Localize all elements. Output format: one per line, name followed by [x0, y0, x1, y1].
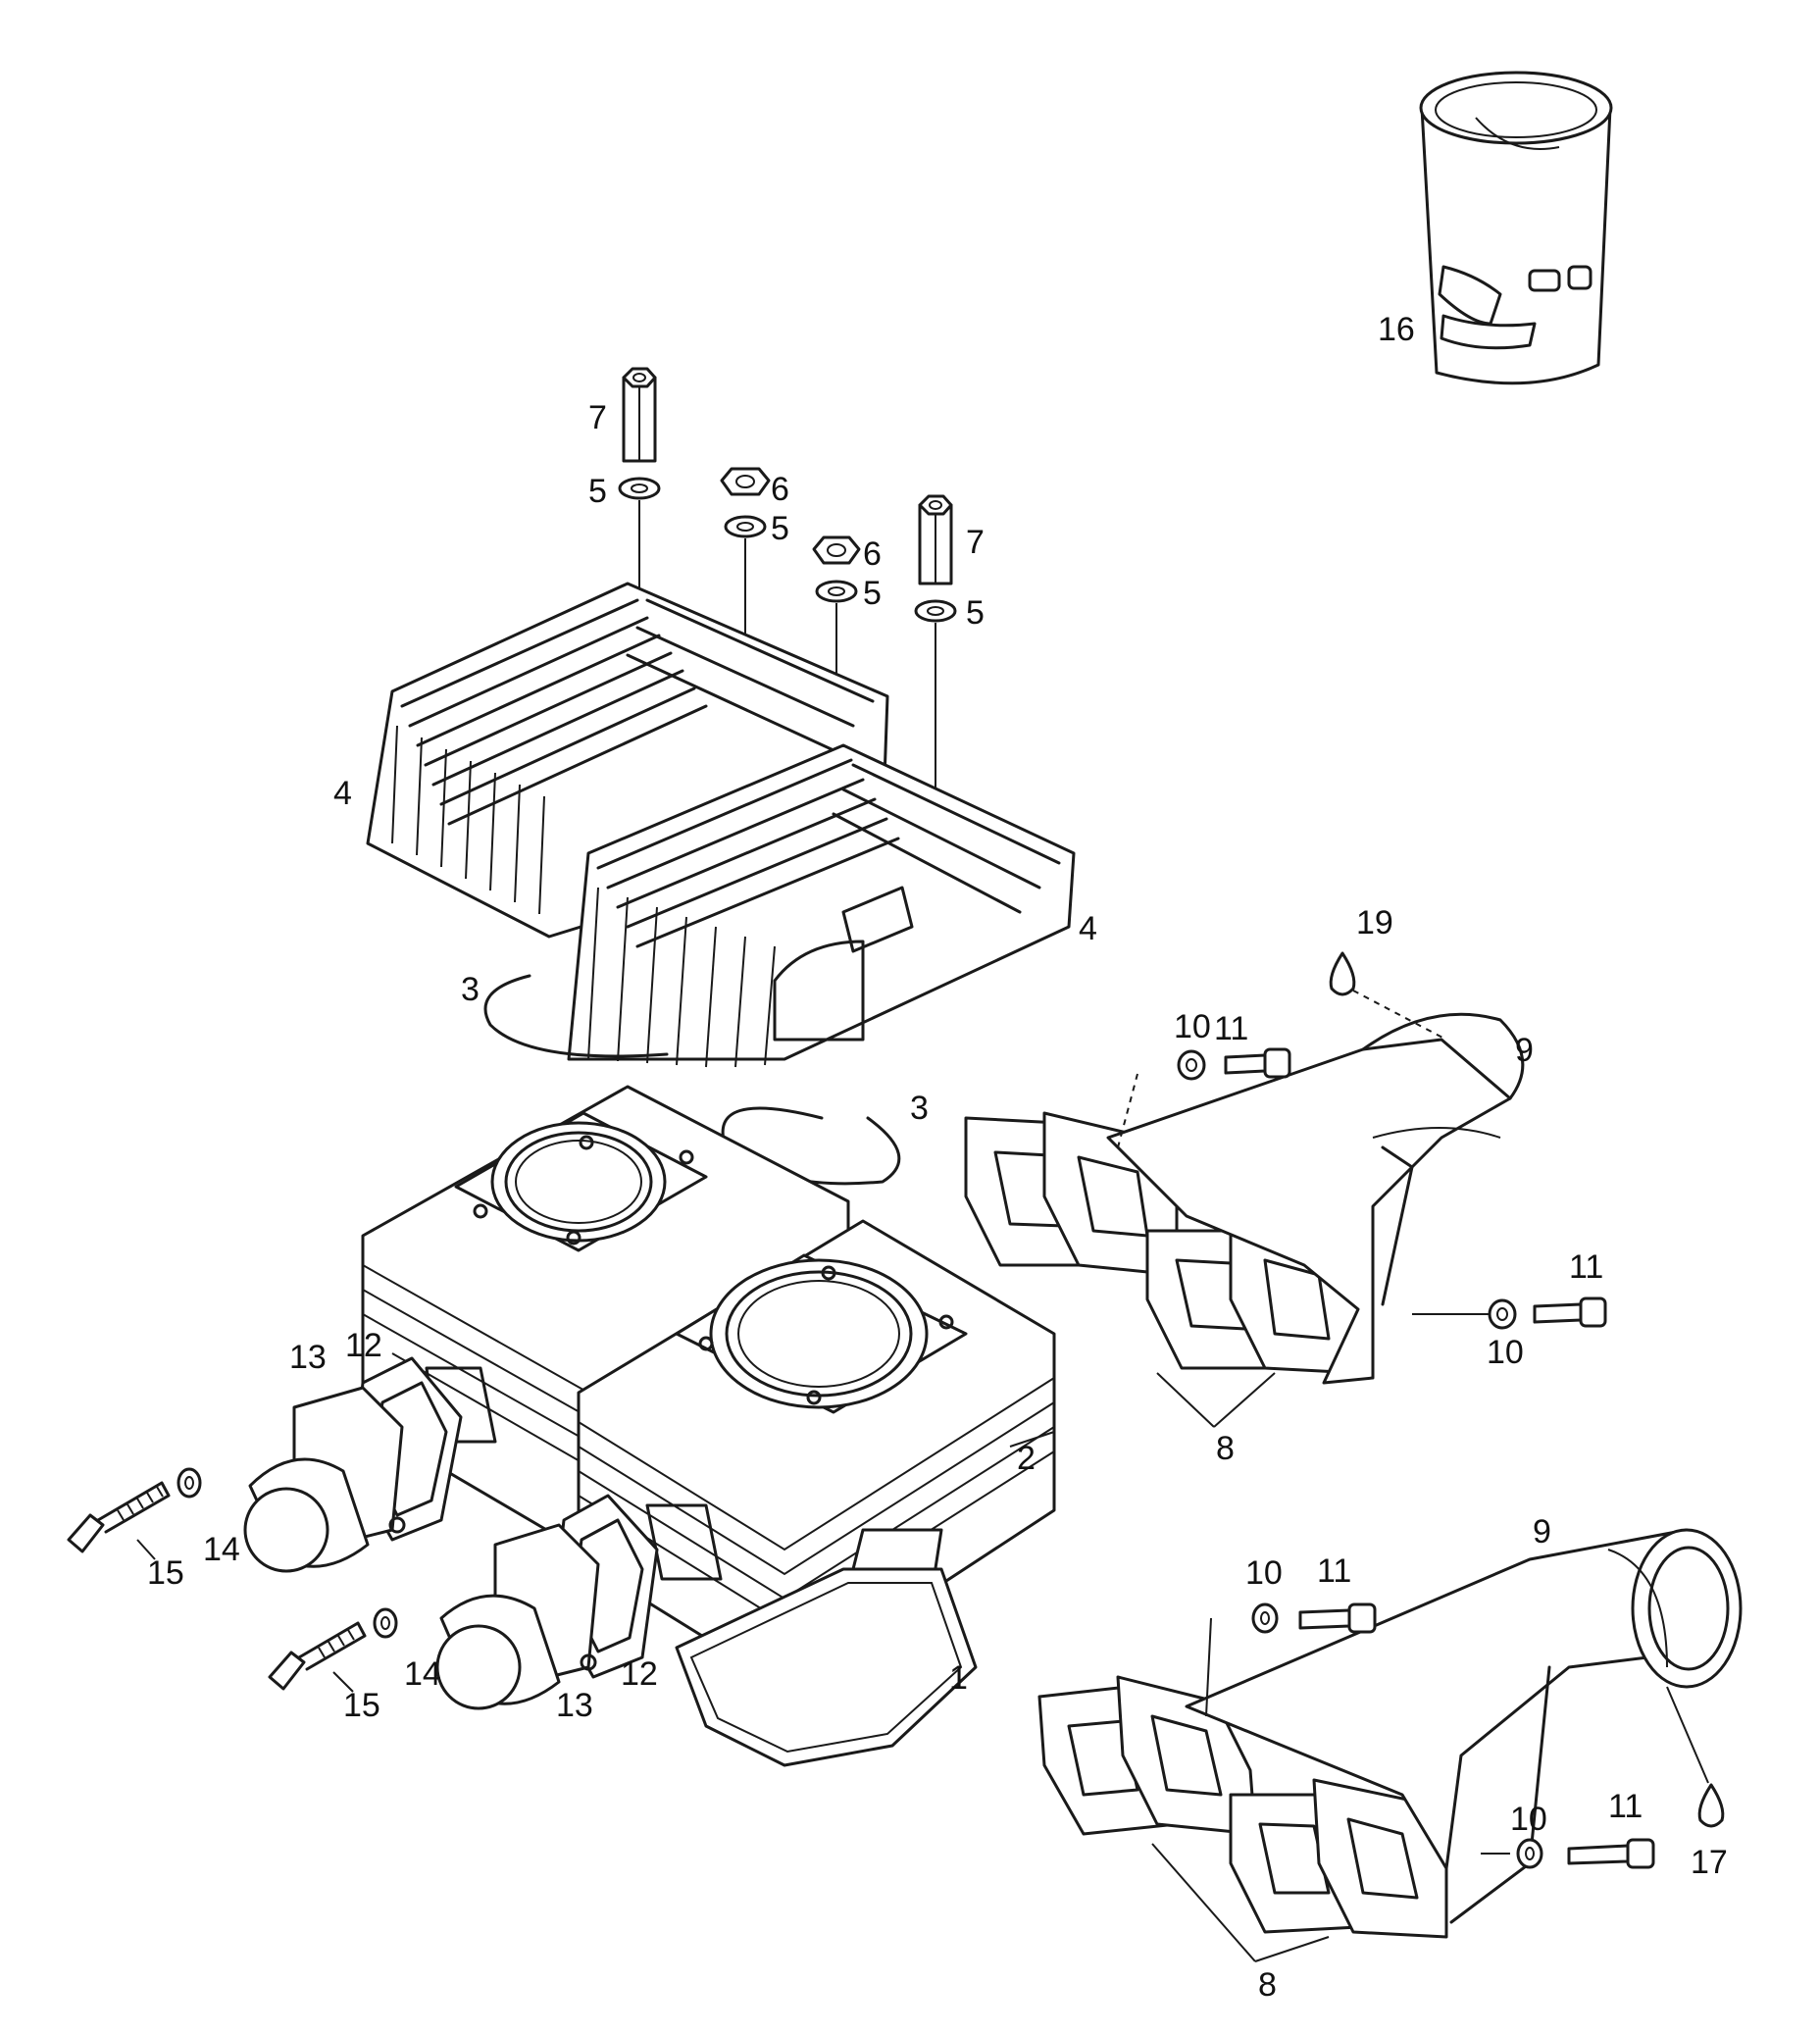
callout-leaders [136, 1431, 1055, 1693]
callout-1: 1 [949, 1659, 968, 1697]
callout-8-upper: 8 [1216, 1430, 1235, 1467]
callout-10-b: 10 [1487, 1334, 1524, 1371]
callout-9-upper: 9 [1515, 1032, 1534, 1069]
callout-5-a: 5 [588, 473, 607, 510]
callout-2: 2 [1017, 1440, 1036, 1477]
callout-16: 16 [1378, 311, 1415, 348]
callout-14-upper: 14 [203, 1531, 240, 1568]
callout-3-left: 3 [461, 971, 480, 1008]
cylinder-liner [1419, 71, 1613, 385]
callout-6-b: 6 [863, 535, 882, 573]
callout-3-right: 3 [910, 1090, 929, 1127]
lower-exhaust-manifold [1037, 1528, 1743, 1962]
base-gasket [675, 1567, 978, 1767]
callout-9-lower: 9 [1533, 1513, 1551, 1551]
callout-7-right: 7 [966, 524, 985, 561]
callout-4-left: 4 [333, 775, 352, 812]
callout-13-lower: 13 [556, 1687, 593, 1724]
cylinder-heads [366, 582, 1076, 1068]
callout-5-b: 5 [771, 510, 789, 547]
intake-left [243, 1356, 463, 1573]
callout-12-lower: 12 [621, 1655, 658, 1693]
callout-15-lower: 15 [343, 1687, 380, 1724]
callout-7-left: 7 [588, 399, 607, 436]
callout-6-a: 6 [771, 471, 789, 508]
base-gasket-inner [689, 1582, 963, 1754]
intake-right [435, 1494, 659, 1710]
callout-8-lower: 8 [1258, 1966, 1277, 2004]
callout-12-upper: 12 [345, 1327, 382, 1364]
callout-11-a: 11 [1214, 1010, 1248, 1047]
callout-19: 19 [1356, 904, 1393, 941]
callout-15-upper: 15 [147, 1554, 184, 1592]
callout-17: 17 [1691, 1844, 1728, 1881]
callout-labels: 1 2 3 3 4 4 5 5 5 5 6 6 7 7 8 8 9 9 10 1… [147, 311, 1728, 2004]
callout-11-c: 11 [1317, 1552, 1351, 1590]
upper-exhaust-manifold [964, 951, 1607, 1428]
intake-bolts [67, 1467, 398, 1691]
cylinders [361, 1085, 1056, 1689]
callout-10-c: 10 [1245, 1554, 1283, 1592]
callout-5-d: 5 [966, 594, 985, 632]
callout-14-lower: 14 [404, 1655, 441, 1693]
callout-5-c: 5 [863, 575, 882, 612]
callout-10-a: 10 [1174, 1008, 1211, 1045]
callout-11-b: 11 [1569, 1248, 1603, 1286]
head-fasteners [618, 367, 957, 824]
callout-10-d: 10 [1510, 1801, 1547, 1838]
callout-4-right: 4 [1079, 910, 1097, 947]
callout-13-upper: 13 [289, 1339, 327, 1376]
callout-11-d: 11 [1608, 1788, 1643, 1825]
